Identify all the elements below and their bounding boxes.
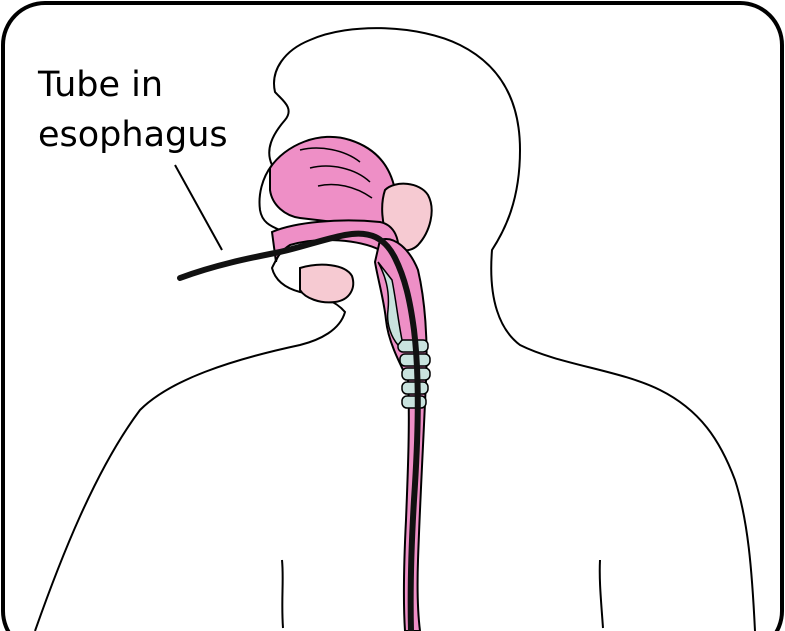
tube-label-line2: esophagus xyxy=(38,110,228,160)
tube-label-line1: Tube in xyxy=(38,60,228,110)
tube-label: Tube in esophagus xyxy=(38,60,228,160)
tongue xyxy=(300,265,353,303)
label-leader-line xyxy=(175,165,222,250)
